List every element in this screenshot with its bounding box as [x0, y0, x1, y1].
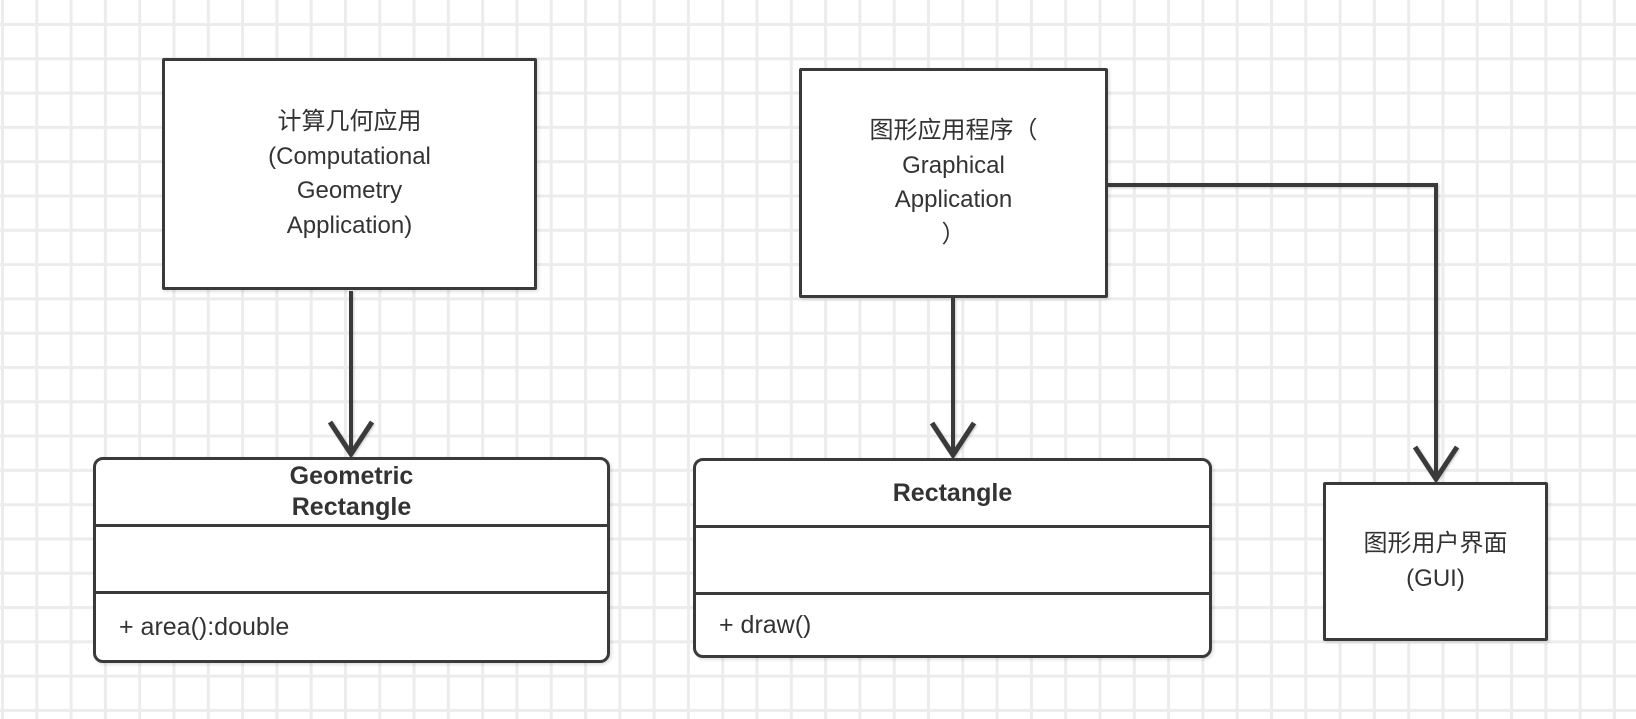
connector-line: [1108, 183, 1438, 476]
node-label-line: 计算几何应用: [277, 108, 422, 135]
class-methods-compartment: + draw(): [696, 595, 1209, 655]
node-label-line: 图形应用程序（: [869, 117, 1038, 144]
node-label-line: (Computational: [268, 142, 431, 170]
node-computational-geometry-application[interactable]: 计算几何应用 (Computational Geometry Applicati…: [162, 58, 537, 290]
class-method-text: + area():double: [119, 612, 290, 641]
node-label: 图形用户界面 (GUI): [1364, 527, 1508, 596]
class-method-text: + draw(): [719, 610, 812, 639]
node-label-line: (GUI): [1406, 564, 1465, 592]
arrowhead-open-icon: [327, 420, 375, 459]
connector-graphicalapp-to-rectangle[interactable]: [929, 298, 977, 460]
class-title: Rectangle: [696, 461, 1209, 528]
class-title: Geometric Rectangle: [96, 460, 607, 527]
node-label-line: Application): [286, 211, 413, 239]
node-label-line: Graphical: [902, 151, 1005, 179]
class-title-line: Rectangle: [892, 478, 1013, 507]
class-title-line: Rectangle: [291, 493, 412, 521]
class-methods-compartment: + area():double: [96, 594, 607, 660]
arrowhead-open-icon: [929, 421, 977, 460]
node-label: 图形应用程序（ Graphical Application ）: [870, 114, 1038, 252]
class-title-line: Geometric: [289, 462, 414, 490]
class-attributes-compartment: [696, 528, 1209, 595]
node-label-line: Application: [894, 186, 1013, 213]
node-label: 计算几何应用 (Computational Geometry Applicati…: [268, 105, 431, 243]
node-label-line: ）: [941, 220, 966, 248]
node-label-line: 图形用户界面: [1363, 530, 1508, 557]
node-label-line: Geometry: [296, 177, 403, 204]
arrowhead-open-icon: [1412, 445, 1460, 484]
class-geometric-rectangle[interactable]: Geometric Rectangle + area():double: [93, 457, 610, 663]
connector-graphicalapp-to-gui[interactable]: [1108, 183, 1460, 484]
class-attributes-compartment: [96, 527, 607, 594]
node-gui[interactable]: 图形用户界面 (GUI): [1323, 482, 1548, 641]
node-graphical-application[interactable]: 图形应用程序（ Graphical Application ）: [799, 68, 1108, 298]
connector-compgeo-to-geometric-rectangle[interactable]: [327, 291, 375, 459]
class-rectangle[interactable]: Rectangle + draw(): [693, 458, 1212, 658]
